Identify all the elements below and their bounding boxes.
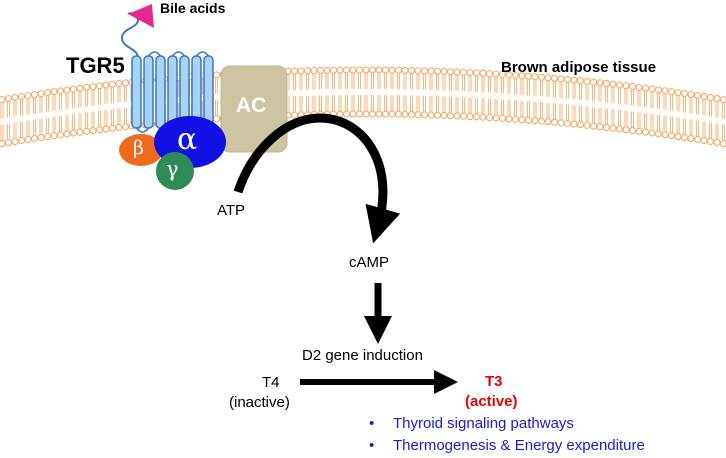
g-gamma-subunit bbox=[156, 152, 194, 190]
receptor-n-terminus bbox=[120, 12, 140, 59]
atp-label: ATP bbox=[217, 202, 246, 219]
tgr5-receptor bbox=[131, 51, 214, 133]
receptor-loop bbox=[135, 127, 150, 133]
g-beta-subunit bbox=[119, 134, 163, 166]
d2-induction-label: D2 gene induction bbox=[302, 347, 423, 364]
bullet-icon: • bbox=[369, 415, 375, 432]
alpha-label: α bbox=[177, 122, 198, 157]
gamma-label: γ bbox=[166, 157, 179, 181]
receptor-helix bbox=[131, 55, 142, 129]
receptor-loop bbox=[171, 51, 186, 57]
bile-acid-ligand-icon bbox=[128, 4, 154, 28]
receptor-helix bbox=[155, 55, 166, 129]
beta-label: β bbox=[133, 137, 144, 159]
t4-label: T4 bbox=[262, 374, 280, 391]
t3-label: T3 bbox=[485, 373, 503, 390]
receptor-helix bbox=[143, 55, 154, 129]
effect-item: • Thyroid signaling pathways bbox=[369, 415, 709, 435]
effect-text: Thyroid signaling pathways bbox=[393, 415, 574, 432]
bile-acids-label: Bile acids bbox=[160, 0, 226, 16]
tgr5-label: TGR5 bbox=[66, 53, 125, 78]
t3-state-label: (active) bbox=[465, 393, 518, 410]
receptor-helix bbox=[167, 55, 178, 129]
ac-label: AC bbox=[236, 94, 267, 117]
t4-state-label: (inactive) bbox=[229, 394, 290, 411]
camp-label: cAMP bbox=[349, 254, 390, 271]
effect-text: Thermogenesis & Energy expenditure bbox=[393, 437, 645, 454]
effect-item: • Thermogenesis & Energy expenditure bbox=[369, 437, 709, 457]
receptor-loop bbox=[147, 51, 162, 57]
bullet-icon: • bbox=[369, 437, 375, 454]
atp-to-camp-arrow bbox=[233, 113, 401, 244]
receptor-loop bbox=[195, 51, 210, 57]
receptor-helix bbox=[203, 55, 214, 129]
tissue-label: Brown adipose tissue bbox=[501, 59, 657, 76]
